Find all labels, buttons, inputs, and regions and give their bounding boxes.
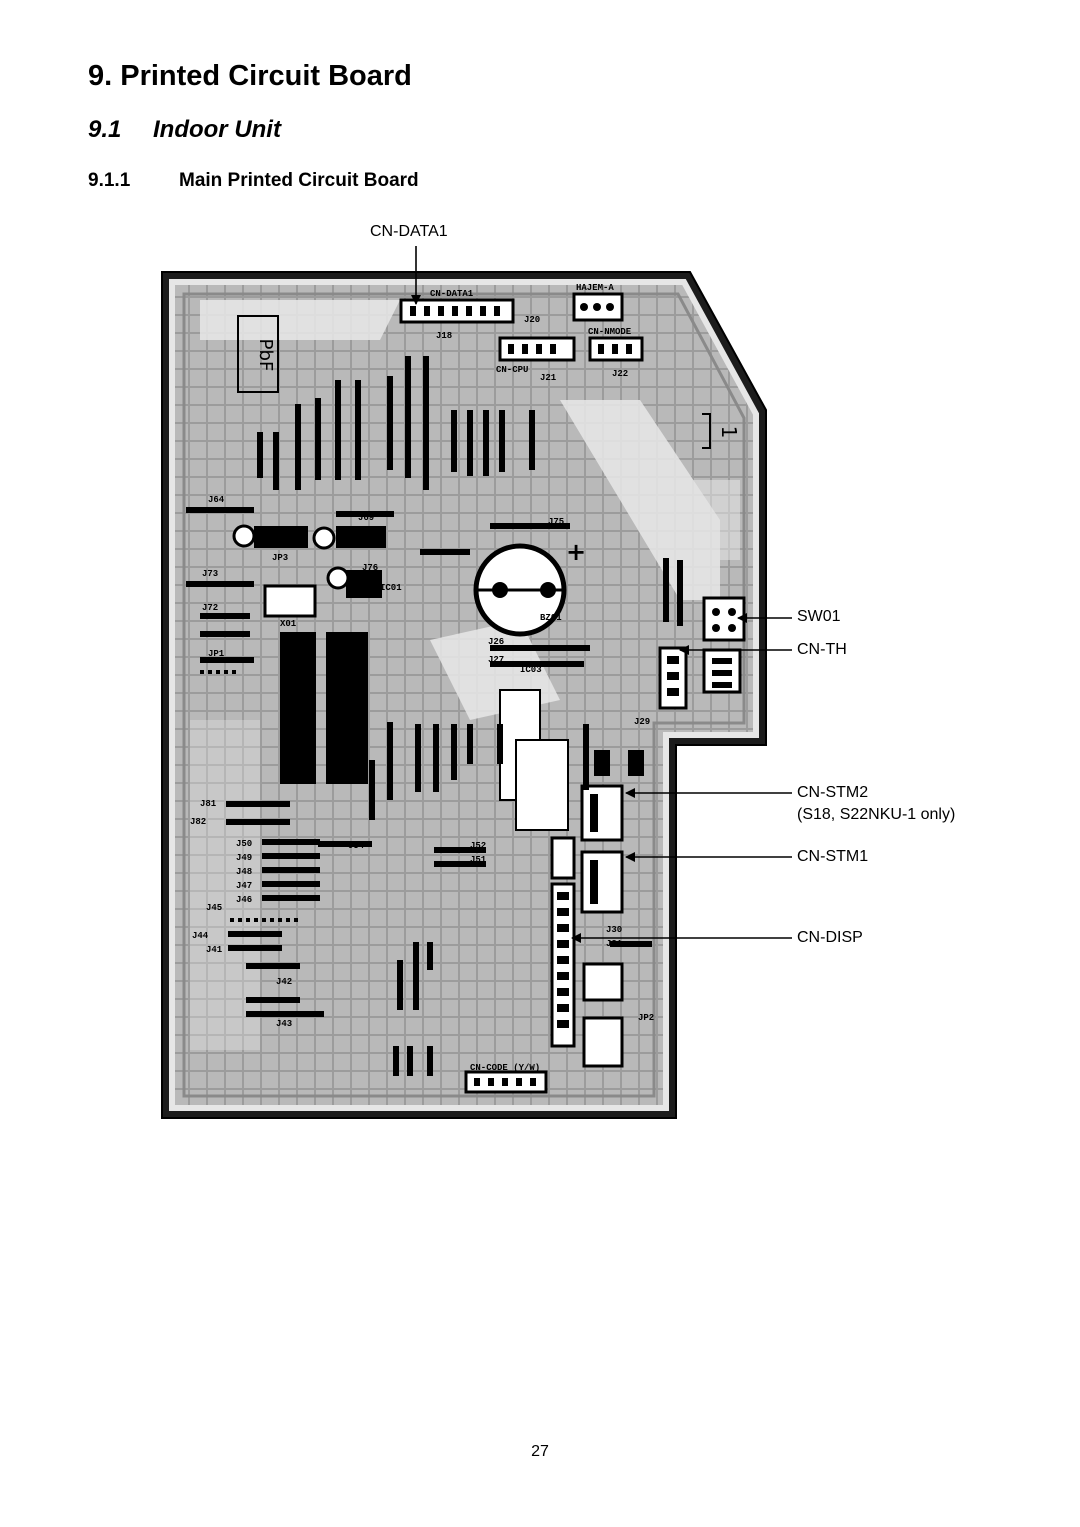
jumpers xyxy=(186,356,683,1076)
silk-j52: J52 xyxy=(470,841,486,851)
silk-j50: J50 xyxy=(236,839,252,849)
power-module xyxy=(280,632,368,784)
silk-j21: J21 xyxy=(540,373,557,383)
pin-one-mark: 1 xyxy=(717,426,741,439)
callout-cn-data1: CN-DATA1 xyxy=(370,223,448,240)
microcontroller-ic xyxy=(499,689,569,831)
silk-j22: J22 xyxy=(612,369,628,379)
silk-x01: X01 xyxy=(280,619,297,629)
connector-cn-stm2 xyxy=(580,784,624,842)
silk-j81: J81 xyxy=(200,799,217,809)
connector-cn-cln xyxy=(582,962,624,1068)
silk-cn-nmode: CN-NMODE xyxy=(588,327,632,337)
silk-bz01: BZ01 xyxy=(540,613,562,623)
switch-sw01 xyxy=(702,596,746,642)
silk-cn-cpu: CN-CPU xyxy=(496,365,528,375)
callout-cn-stm1: CN-STM1 xyxy=(797,848,869,865)
silk-j75: J75 xyxy=(548,517,564,527)
callout-cn-stm2: CN-STM2 xyxy=(797,784,869,801)
subsubsection-heading: 9.1.1 Main Printed Circuit Board xyxy=(88,170,419,192)
regulator-caps xyxy=(232,524,386,598)
pbf-mark: PbF xyxy=(255,339,276,372)
connector-cn-nmode xyxy=(588,336,644,362)
silk-j27: J27 xyxy=(488,655,504,665)
crystal-x01 xyxy=(263,584,317,618)
connector-cn-data1 xyxy=(399,298,515,324)
silk-ic03: IC03 xyxy=(520,665,542,675)
dotted-jumpers xyxy=(200,670,300,922)
connector-cn-disp xyxy=(550,882,576,1048)
silk-j64: J64 xyxy=(208,495,225,505)
callout-cn-disp: CN-DISP xyxy=(797,929,863,946)
silk-ic01: IC01 xyxy=(380,583,402,593)
trace-gaps xyxy=(190,300,740,1050)
silk-cn-data1: CN-DATA1 xyxy=(430,289,474,299)
callout-cn-stm2-note: (S18, S22NKU-1 only) xyxy=(797,806,956,823)
silk-j26: J26 xyxy=(488,637,504,647)
page-number: 27 xyxy=(531,1443,549,1460)
callout-cn-th: CN-TH xyxy=(797,641,847,658)
silk-j69: J69 xyxy=(358,513,374,523)
silk-j18: J18 xyxy=(436,331,452,341)
connector-cn-code xyxy=(464,1070,548,1094)
electrolytic-capacitors: + xyxy=(473,538,586,637)
silk-j30: J30 xyxy=(606,925,622,935)
subsection-title: Indoor Unit xyxy=(153,116,281,143)
silk-j46: J46 xyxy=(236,895,252,905)
silk-j54: J54 xyxy=(348,841,365,851)
connector-cn-fb xyxy=(702,648,742,694)
connector-cn-rcv xyxy=(550,836,576,880)
leader-lines xyxy=(411,246,792,943)
silk-j51: J51 xyxy=(470,855,487,865)
subsubsection-number: 9.1.1 xyxy=(88,170,131,191)
silk-j73: J73 xyxy=(202,569,218,579)
silk-jp2: JP2 xyxy=(638,1013,654,1023)
connector-cn-th xyxy=(658,646,688,710)
silk-j47: J47 xyxy=(236,881,252,891)
silk-j43: J43 xyxy=(276,1019,292,1029)
silk-j42: J42 xyxy=(276,977,292,987)
section-heading: 9. Printed Circuit Board xyxy=(88,60,412,92)
board-outline xyxy=(161,271,767,1119)
test-points xyxy=(594,750,644,776)
board-body xyxy=(169,279,759,1111)
silk-j72: J72 xyxy=(202,603,218,613)
connector-cn-stm1 xyxy=(580,850,624,914)
silk-j31: J31 xyxy=(606,939,623,949)
connector-hajem-a xyxy=(572,292,624,322)
silk-jp3: JP3 xyxy=(272,553,288,563)
subsection-heading: 9.1 Indoor Unit xyxy=(88,116,281,144)
connector-cn-cpu xyxy=(498,336,576,362)
silk-j45: J45 xyxy=(206,903,222,913)
subsubsection-title: Main Printed Circuit Board xyxy=(179,170,419,191)
silk-j29: J29 xyxy=(634,717,650,727)
silk-cn-code: CN-CODE (Y/W) xyxy=(470,1063,540,1073)
silk-hajem-a: HAJEM-A xyxy=(576,283,614,293)
label-pbf xyxy=(237,315,279,393)
silk-j41: J41 xyxy=(206,945,223,955)
svg-text:+: + xyxy=(566,538,586,566)
silk-j20: J20 xyxy=(524,315,540,325)
silk-j76: J76 xyxy=(362,563,378,573)
silk-j82: J82 xyxy=(190,817,206,827)
silk-j48: J48 xyxy=(236,867,252,877)
silk-j44: J44 xyxy=(192,931,209,941)
board-inner-margin xyxy=(182,292,746,1098)
subsection-number: 9.1 xyxy=(88,116,122,143)
silk-j49: J49 xyxy=(236,853,252,863)
silk-jp1: JP1 xyxy=(208,649,225,659)
callout-sw01: SW01 xyxy=(797,608,841,625)
